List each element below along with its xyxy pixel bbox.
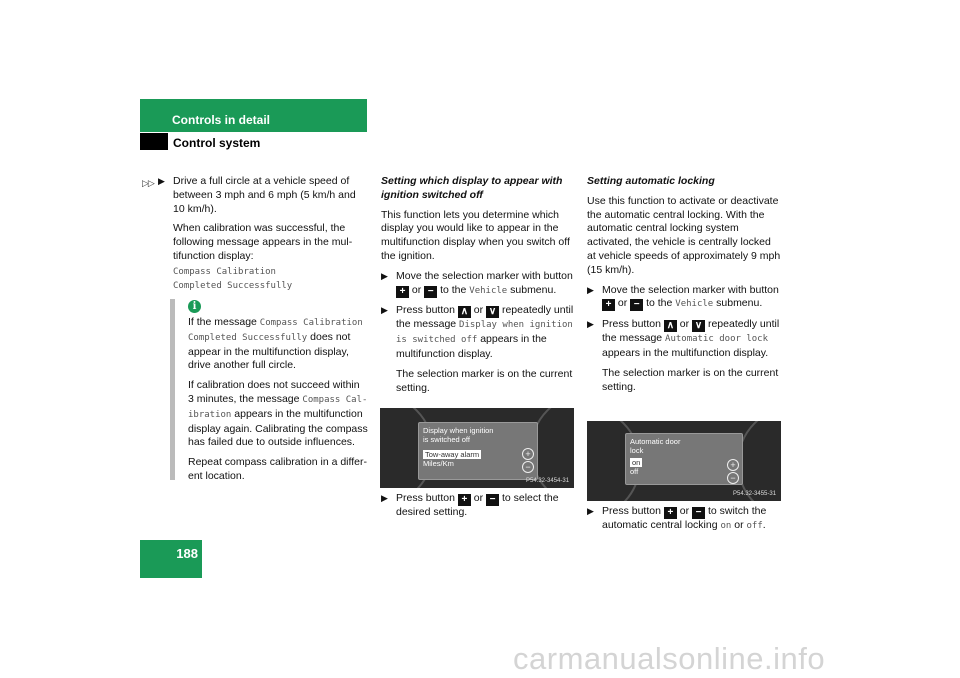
arrow-icon: ▶ <box>587 284 594 295</box>
step-move-marker: ▶ Move the selection marker with button … <box>587 283 779 312</box>
info-paragraph-c: Repeat compass calibration in a differ­e… <box>188 456 367 482</box>
section-title: Controls in detail <box>172 113 271 127</box>
step-drive-circle: ▶ Drive a full circle at a vehicle speed… <box>158 175 356 215</box>
arrow-icon: ▶ <box>381 305 388 316</box>
minus-button-icon: − <box>692 507 706 519</box>
arrow-icon: ▶ <box>381 270 388 281</box>
note-marker: The selection marker is on the current s… <box>396 367 573 394</box>
gauge-right <box>737 421 781 501</box>
info-paragraph-a: If the message Compass Calibration Compl… <box>188 316 363 372</box>
column-1: ▶ Drive a full circle at a vehicle speed… <box>158 175 369 293</box>
minus-button-icon: − <box>486 494 500 506</box>
subsection-title: Control system <box>173 136 261 150</box>
display-plus-icon: + <box>727 459 739 471</box>
plus-button-icon: + <box>457 494 471 506</box>
heading-automatic-locking: Setting automatic locking <box>587 175 715 187</box>
intro-paragraph: This function lets you determine which d… <box>381 208 570 262</box>
display-plus-icon: + <box>522 448 534 460</box>
figure-reference: P54.32-3455-31 <box>733 491 777 497</box>
multifunction-display: Automatic door lock on off <box>625 433 743 485</box>
step-select-setting: ▶ Press button + or − to select the desi… <box>381 492 559 518</box>
calibration-paragraph: When calibration was successful, the fol… <box>173 222 353 262</box>
minus-button-icon: − <box>424 285 438 298</box>
page-number: 188 <box>176 546 198 561</box>
arrow-icon: ▶ <box>158 176 165 186</box>
arrow-icon: ▶ <box>587 506 594 516</box>
column-3: Setting automatic locking Use this funct… <box>587 175 782 400</box>
display-illustration-1: Display when ignition is switched off To… <box>380 408 574 488</box>
step-move-marker: ▶ Move the selection marker with button … <box>381 269 573 298</box>
header-marker <box>140 133 168 150</box>
heading-display-ignition: Setting which display to appear with ign… <box>381 175 563 201</box>
message-line-1: Compass Calibration <box>173 266 276 277</box>
info-paragraph-b: If calibration does not succeed within 3… <box>188 379 368 449</box>
column-2-bottom: ▶ Press button + or − to select the desi… <box>381 492 576 526</box>
up-button-icon: ∧ <box>457 306 471 319</box>
continued-marker: ▷▷ <box>142 178 155 188</box>
arrow-icon: ▶ <box>381 493 388 503</box>
note-marker: The selection marker is on the current s… <box>602 366 779 393</box>
down-button-icon: ∨ <box>486 306 500 319</box>
step-press-button: ▶ Press button ∧ or ∨ repeatedly until t… <box>587 318 780 359</box>
display-illustration-2: Automatic door lock on off + − P54.32-34… <box>587 421 781 501</box>
arrow-icon: ▶ <box>587 319 594 330</box>
up-button-icon: ∧ <box>663 320 677 333</box>
display-minus-icon: − <box>522 461 534 473</box>
message-line-2: Completed Successfully <box>173 280 293 291</box>
plus-button-icon: + <box>663 507 677 519</box>
page-number-box <box>140 540 202 578</box>
step-switch-locking: ▶ Press button + or − to switch the auto… <box>587 505 767 531</box>
column-2: Setting which display to appear with ign… <box>381 175 576 401</box>
step-press-button: ▶ Press button ∧ or ∨ repeatedly until t… <box>381 304 574 360</box>
display-minus-icon: − <box>727 472 739 484</box>
info-icon: i <box>188 300 201 313</box>
column-3-bottom: ▶ Press button + or − to switch the auto… <box>587 505 785 540</box>
minus-button-icon: − <box>630 299 644 312</box>
figure-reference: P54.32-3454-31 <box>526 478 570 484</box>
multifunction-display: Display when ignition is switched off To… <box>418 422 538 480</box>
watermark: carmanualsonline.info <box>513 641 826 676</box>
plus-button-icon: + <box>602 299 615 312</box>
plus-button-icon: + <box>396 285 409 298</box>
info-box: If the message Compass Calibration Compl… <box>188 316 368 490</box>
intro-paragraph: Use this function to activate or deactiv… <box>587 194 781 276</box>
header-bar <box>140 99 367 132</box>
info-sidebar <box>170 299 175 480</box>
down-button-icon: ∨ <box>692 320 706 333</box>
